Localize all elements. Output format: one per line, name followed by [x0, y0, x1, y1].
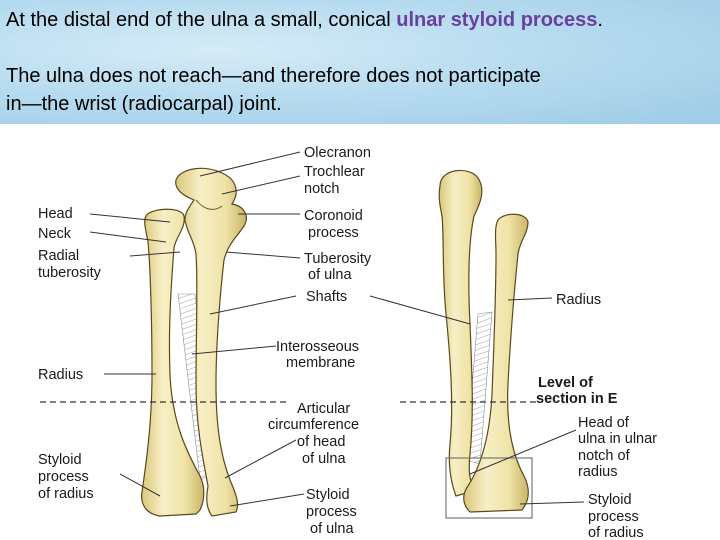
label-styloid-radius-r1: Styloid [588, 492, 632, 508]
forearm-bones-illustration: Head Neck Radial tuberosity Radius Stylo… [38, 145, 657, 540]
label-styloid-radius-r3: of radius [588, 525, 644, 540]
label-articular-3: of head [297, 434, 345, 450]
label-olecranon: Olecranon [304, 145, 371, 161]
label-coronoid-2: process [308, 225, 359, 241]
label-head-ulna-1: Head of [578, 415, 630, 431]
text-line-2: The ulna does not reach—and therefore do… [6, 65, 541, 87]
label-interosseous-1: Interosseous [276, 339, 359, 355]
text-line-3: in—the wrist (radiocarpal) joint. [6, 93, 282, 115]
label-styloid-ulna-2: process [306, 504, 357, 520]
label-shafts: Shafts [306, 289, 347, 305]
anterior-view [141, 167, 247, 517]
label-articular-4: of ulna [302, 451, 346, 467]
label-radial-tuberosity-2: tuberosity [38, 265, 102, 281]
label-articular-2: circumference [268, 417, 359, 433]
line1-accent: ulnar styloid process [396, 9, 598, 31]
radius-bone-right [463, 213, 529, 513]
label-neck: Neck [38, 226, 72, 242]
label-trochlear-1: Trochlear [304, 164, 365, 180]
label-radius-left: Radius [38, 367, 83, 383]
label-styloid-radius-l2: process [38, 469, 89, 485]
label-head-ulna-3: notch of [578, 448, 631, 464]
label-level-2: section in E [536, 391, 618, 407]
label-styloid-ulna-1: Styloid [306, 487, 350, 503]
text-line-1: At the distal end of the ulna a small, c… [6, 8, 603, 32]
label-head-ulna-4: radius [578, 464, 618, 480]
posterior-view [400, 169, 540, 519]
ulna-bone-left [175, 167, 247, 517]
line1-post: . [597, 9, 603, 31]
distal-detail-box [445, 457, 533, 519]
slide-header: At the distal end of the ulna a small, c… [0, 0, 720, 124]
label-level-1: Level of [538, 375, 593, 391]
label-articular-1: Articular [297, 401, 350, 417]
radius-bone-left [141, 208, 205, 517]
label-styloid-radius-r2: process [588, 509, 639, 525]
label-tuberosity-ulna-2: of ulna [308, 267, 352, 283]
label-radius-right: Radius [556, 292, 601, 308]
label-trochlear-2: notch [304, 181, 339, 197]
label-coronoid-1: Coronoid [304, 208, 363, 224]
label-styloid-ulna-3: of ulna [310, 521, 354, 537]
ulna-bone-right [438, 169, 483, 497]
label-interosseous-2: membrane [286, 355, 355, 371]
label-radial-tuberosity-1: Radial [38, 248, 79, 264]
label-styloid-radius-l3: of radius [38, 486, 94, 502]
label-head-ulna-2: ulna in ulnar [578, 431, 657, 447]
label-head: Head [38, 206, 73, 222]
label-tuberosity-ulna-1: Tuberosity [304, 251, 372, 267]
line1-pre: At the distal end of the ulna a small, c… [6, 9, 397, 31]
leader-lines [89, 151, 585, 507]
label-styloid-radius-l1: Styloid [38, 452, 82, 468]
